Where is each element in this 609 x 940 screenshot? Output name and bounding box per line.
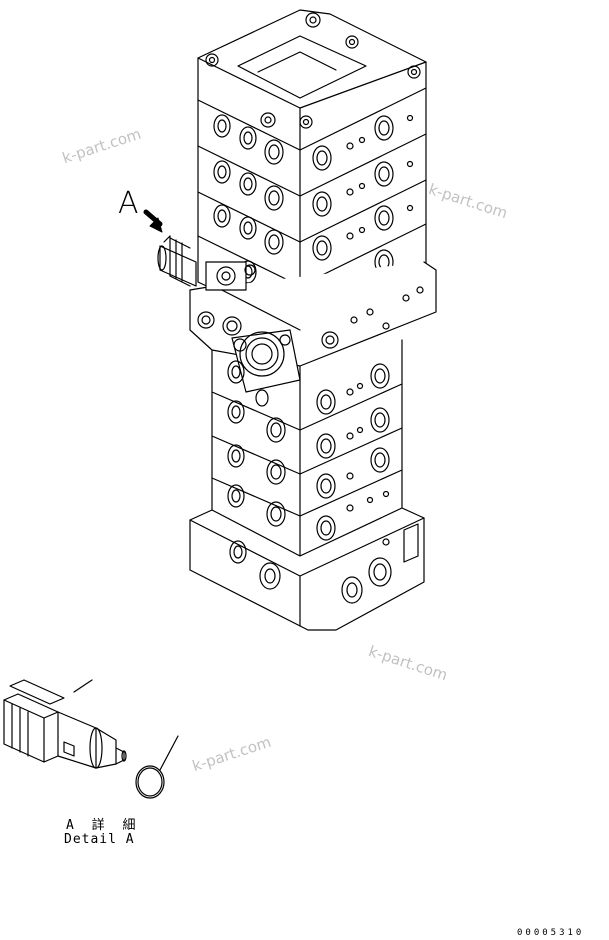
detail-a-solenoid [3, 679, 127, 769]
solenoid-valve-port [157, 235, 256, 291]
view-direction-arrow [143, 209, 163, 233]
figure-number: 00005310 [517, 928, 585, 938]
main-port-boss [231, 329, 301, 393]
detail-label-english: Detail A [64, 832, 135, 847]
detail-a-o-ring [135, 735, 179, 799]
upper-valve-section-2 [197, 133, 427, 243]
top-cover-plate [197, 9, 427, 151]
bottom-cover-plate [189, 507, 425, 631]
view-marker-label: A [118, 186, 139, 221]
detail-label-japanese: A 詳 細 [66, 818, 141, 833]
